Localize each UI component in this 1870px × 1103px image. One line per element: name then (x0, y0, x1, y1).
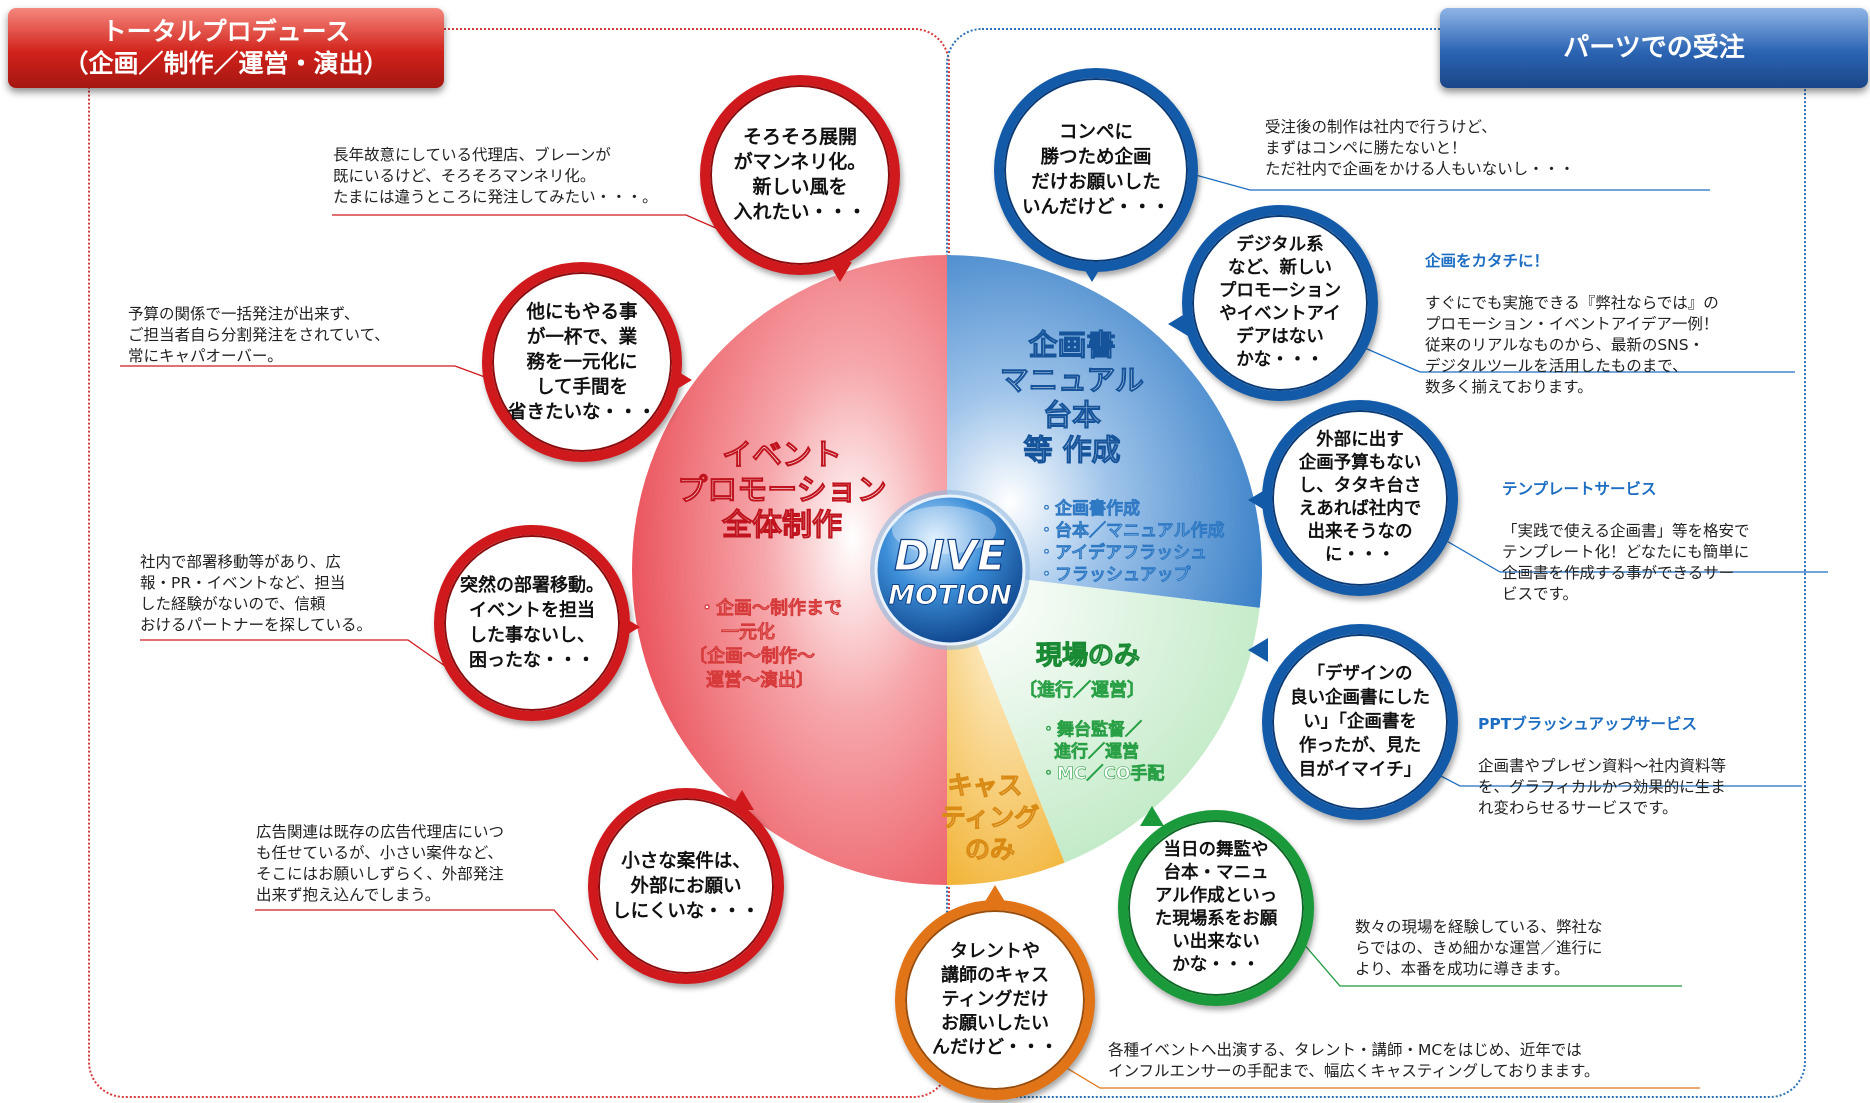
tail-right-2 (1168, 312, 1188, 336)
total-produce-header-line2: （企画／制作／運営・演出） (63, 49, 389, 78)
note-template-body: 「実践で使える企画書」等を格安で テンプレート化！どなたにも簡単に 企画書を作成… (1502, 522, 1750, 603)
planning-item-2: ・台本／マニュアル作成 (1038, 520, 1225, 541)
bubble-mannerism: そろそろ展開 がマンネリ化。 新しい風を 入れたい・・・ (700, 75, 900, 275)
casting-title-line3: のみ (965, 835, 1015, 864)
note-mannerism: 長年故意にしている代理店、ブレーンが 既にいるけど、そろそろマンネリ化。 たまに… (333, 146, 658, 206)
leader-left-2 (120, 365, 494, 381)
tail-left-3 (620, 615, 640, 639)
bubble-digital: デジタル系 など、新しい プロモーション やイベントアイ デアはない かな・・・ (1182, 205, 1378, 401)
event-segment (632, 255, 947, 885)
note-ppt-title: PPTブラッシュアップサービス (1478, 715, 1697, 733)
bubble-casting: タレントや 講師のキャス ティングだけ お願いしたい んだけど・・・ (895, 900, 1095, 1100)
tail-bottom (983, 885, 1007, 905)
event-title-line1: イベント (722, 438, 842, 473)
leader-right-5 (1295, 934, 1682, 987)
event-title-line2: プロモーション (677, 473, 886, 508)
parts-order-header: パーツでの受注 (1440, 8, 1868, 88)
logo-line1: DIVE (894, 531, 1006, 580)
tail-right-1 (1080, 262, 1104, 282)
bubble-department-change: 突然の部署移動。 イベントを担当 した事ないし、 困ったな・・・ (434, 525, 630, 721)
total-produce-header: トータルプロデュース （企画／制作／運営・演出） (8, 8, 444, 88)
total-produce-header-line1: トータルプロデュース (101, 17, 351, 46)
dive-motion-logo: DIVE MOTION (870, 490, 1030, 650)
field-segment (947, 570, 1260, 863)
note-digital-title: 企画をカタチに！ (1425, 252, 1550, 270)
note-digital-body: すぐにでも実施できる『弊社ならでは』の プロモーション・イベントアイデア一例！ … (1425, 294, 1719, 396)
logo-line2: MOTION (888, 580, 1012, 611)
field-subtitle: 〔進行／運営〕 (1019, 679, 1145, 701)
note-department-change: 社内で部署移動等があり、広 報・PR・イベントなど、担当 した経験がないので、信… (140, 553, 373, 634)
tail-right-3 (1248, 488, 1268, 512)
field-item-3: ・MC／CO手配 (1040, 763, 1164, 784)
planning-title-line1: 企画書 (1028, 328, 1115, 362)
note-digital: 企画をカタチに！ すぐにでも実施できる『弊社ならでは』の プロモーション・イベン… (1425, 230, 1825, 398)
bubble-competition: コンペに 勝つため企画 だけお願いした いんだけど・・・ (994, 68, 1198, 272)
tail-left-1 (828, 262, 852, 282)
note-casting: 各種イベントへ出演する、タレント・講師・MCをはじめ、近年では インフルエンサー… (1108, 1041, 1600, 1080)
planning-title-line2: マニュアル (1000, 363, 1144, 397)
leader-right-3 (1444, 539, 1828, 573)
event-item-4: 運営～演出〕 (706, 669, 814, 691)
field-item-2: 進行／運営 (1054, 741, 1139, 762)
event-title-line3: 全体制作 (721, 508, 842, 543)
event-item-3: 〔企画～制作～ (689, 645, 815, 667)
leader-right-2 (1357, 344, 1795, 373)
note-template: テンプレートサービス 「実践で使える企画書」等を格安で テンプレート化！どなたに… (1502, 458, 1822, 605)
note-template-title: テンプレートサービス (1502, 480, 1657, 498)
planning-item-4: ・フラッシュアップ (1038, 564, 1192, 585)
casting-title-line1: キャス (947, 771, 1022, 800)
leader-right-1 (1191, 173, 1710, 191)
note-ppt: PPTブラッシュアップサービス 企画書やプレゼン資料～社内資料等 を、グラフィカ… (1478, 693, 1808, 819)
planning-segment (947, 255, 1262, 608)
leader-left-4 (255, 909, 599, 961)
field-item-1: ・舞台監督／ (1040, 719, 1142, 740)
note-small-projects: 広告関連は既存の広告代理店にいつ も任せているが、小さい案件など、 そこにはお願… (256, 823, 505, 904)
note-ppt-body: 企画書やプレゼン資料～社内資料等 を、グラフィカルかつ効果的に生ま れ変わらせる… (1478, 757, 1727, 817)
tail-right-5 (1140, 806, 1164, 826)
planning-item-1: ・企画書作成 (1038, 498, 1140, 519)
field-title: 現場のみ (1036, 641, 1140, 671)
note-competition: 受注後の制作は社内で行うけど、 まずはコンペに勝たないと！ ただ社内で企画をかけ… (1265, 118, 1575, 178)
casting-segment (947, 570, 1065, 886)
leader-left-1 (332, 214, 726, 233)
casting-title-line2: ティング (941, 803, 1040, 832)
tail-left-2 (672, 368, 692, 392)
planning-title-line4: 等 作成 (1023, 433, 1120, 467)
event-item-1: ・企画～制作まで (698, 597, 842, 619)
bubble-template: 外部に出す 企画予算もない し、タタキ台さ えあれば社内で 出来そうなの に・・… (1262, 400, 1458, 596)
bubble-design: 「デザインの 良い企画書にした い」「企画書を 作ったが、見た 目がイマイチ」 (1262, 624, 1458, 820)
tail-right-4 (1248, 638, 1268, 662)
note-too-busy: 予算の関係で一括発注が出来ず、 ご担当者自ら分割発注をされていて、 常にキャパオ… (128, 305, 390, 365)
bubble-too-busy: 他にもやる事 が一杯で、業 務を一元化に して手間を 省きたいな・・・ (482, 262, 682, 462)
note-field: 数々の現場を経験している、弊社な らではの、きめ細かな運営／進行に より、本番を… (1355, 918, 1603, 978)
bubble-small-projects: 小さな案件は、 外部にお願い しにくいな・・・ (588, 788, 784, 984)
bubble-field: 当日の舞監や 台本・マニュ アル作成といっ た現場系をお願 い出来ない かな・・… (1118, 810, 1314, 1006)
leader-left-3 (140, 639, 446, 667)
planning-item-3: ・アイデアフラッシュ (1038, 542, 1207, 563)
planning-title-line3: 台本 (1043, 398, 1101, 432)
event-item-2: 一元化 (721, 621, 775, 643)
tail-left-4 (730, 790, 754, 810)
